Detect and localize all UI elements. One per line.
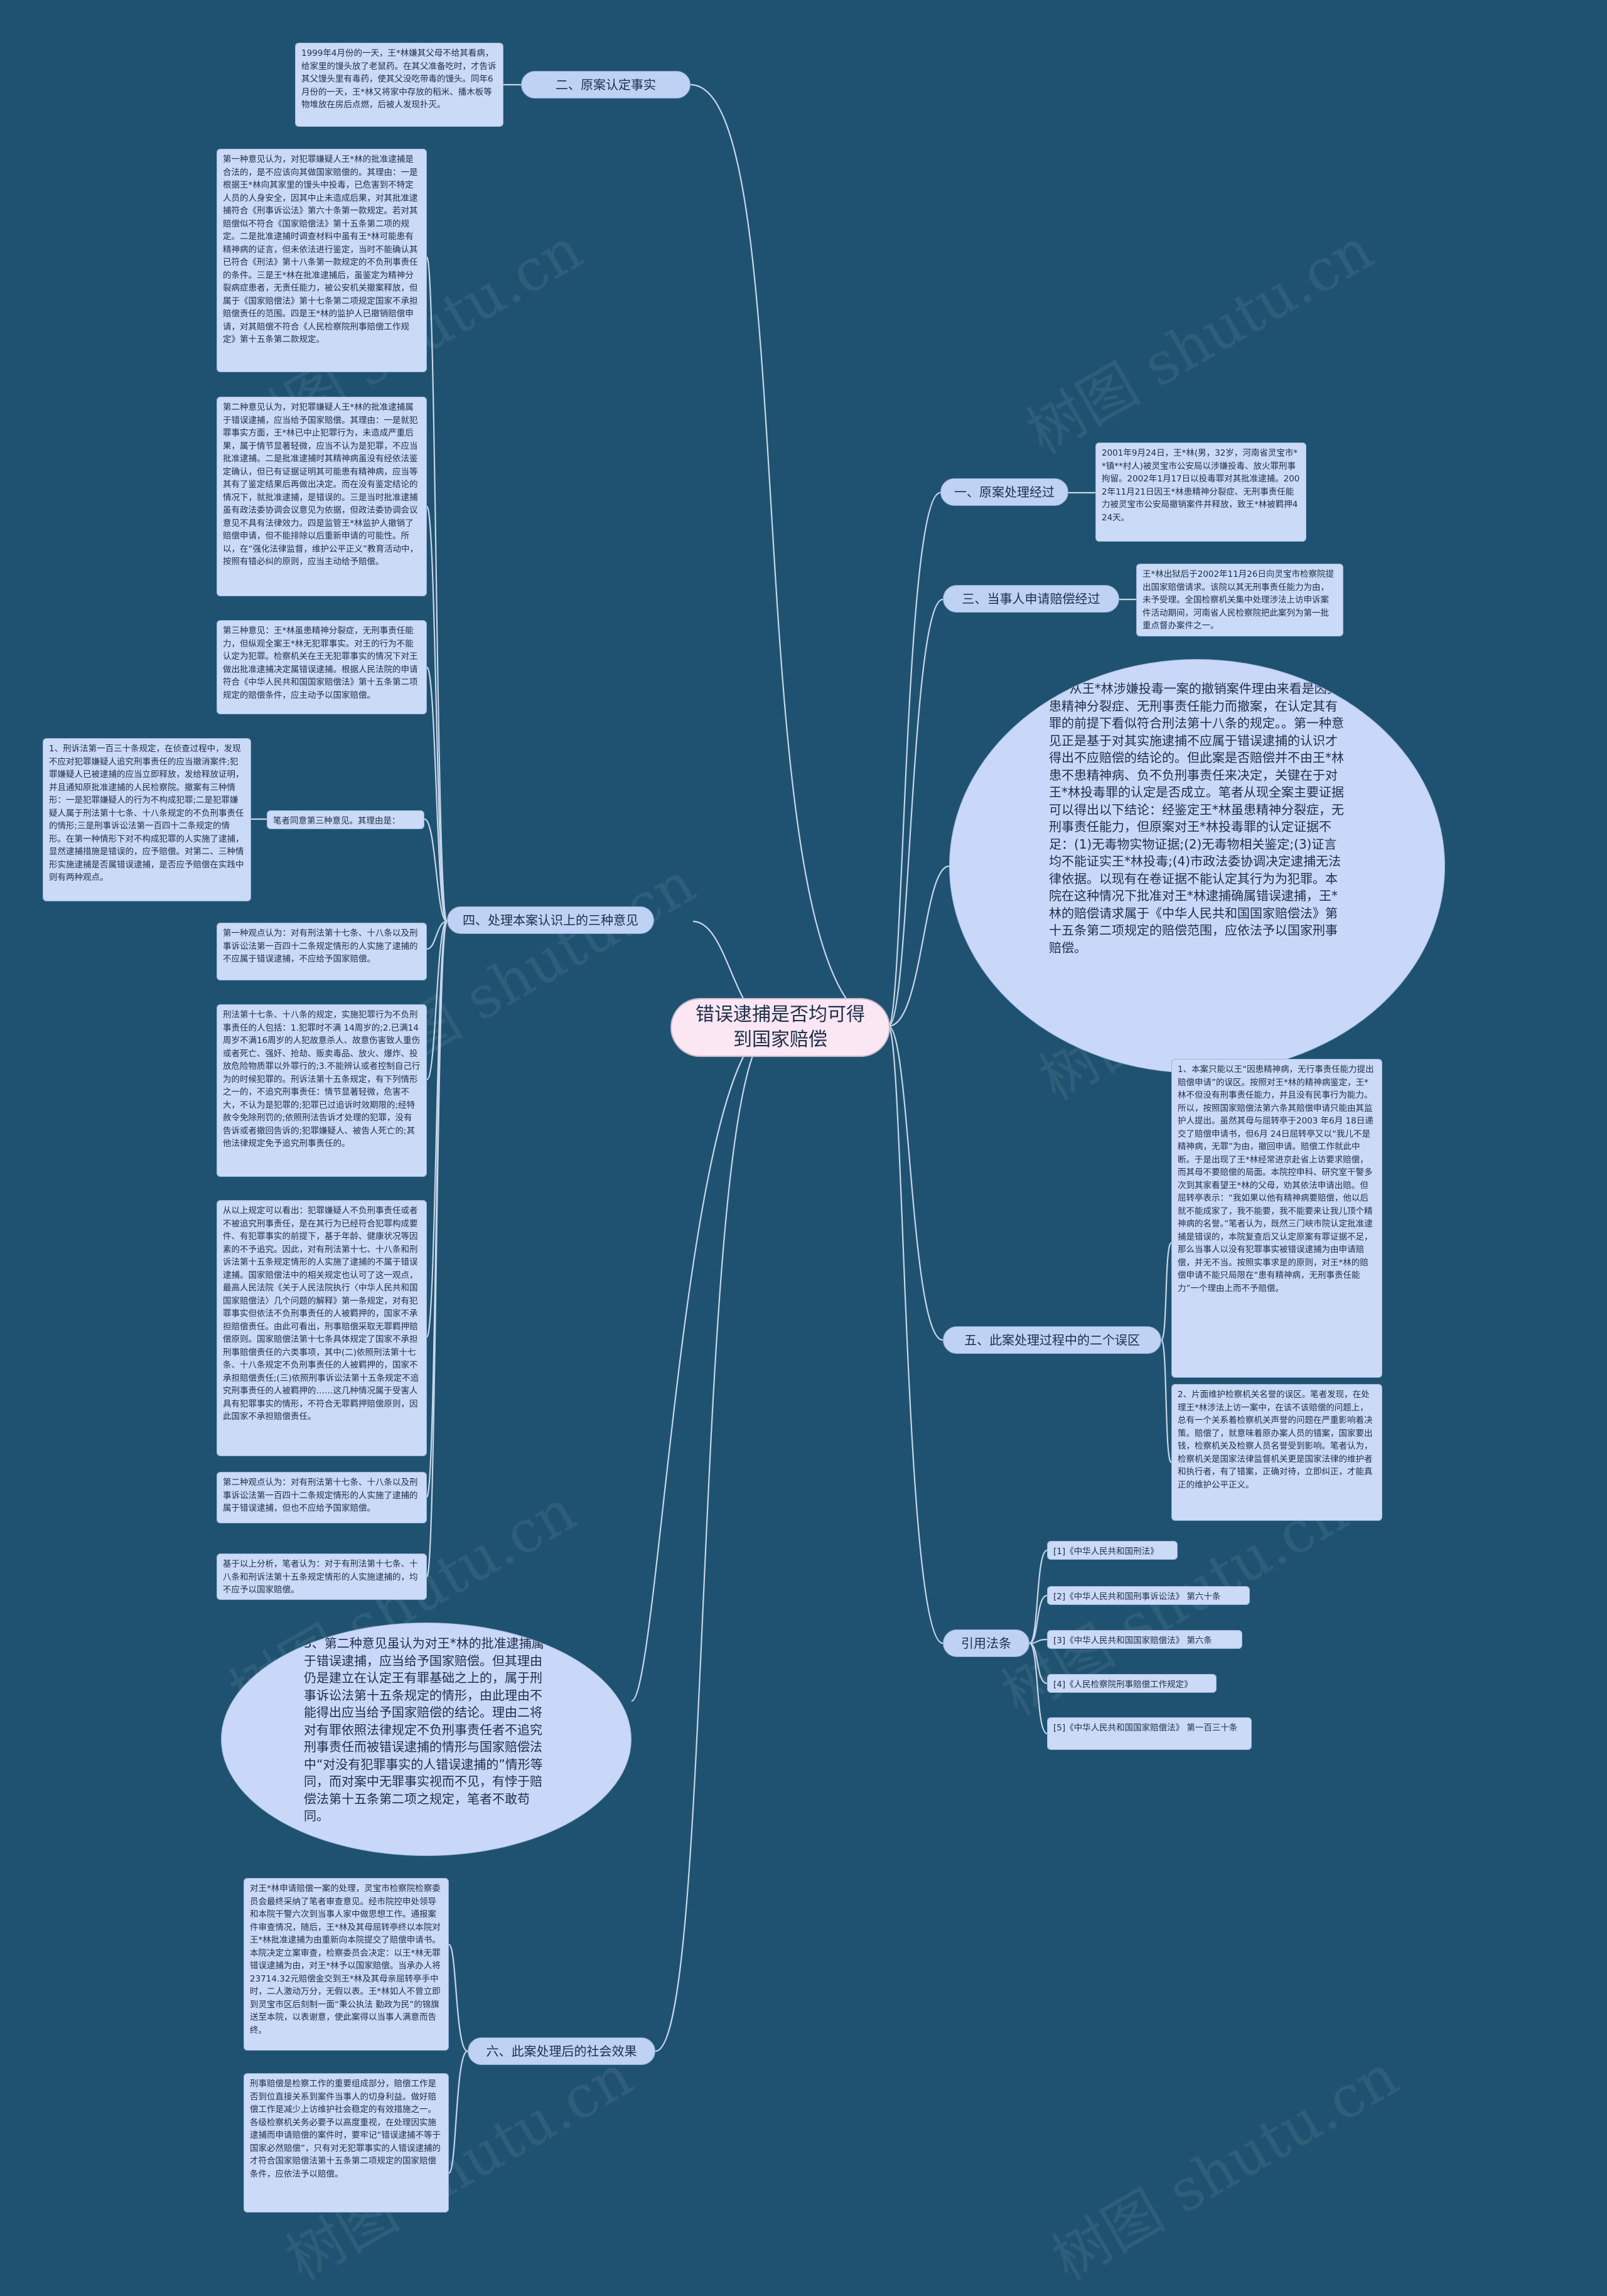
- leaf-opinion-2[interactable]: 第二种意见认为，对犯罪嫌疑人王*林的批准逮捕属于错误逮捕，应当给予国家赔偿。其理…: [217, 397, 427, 596]
- leaf-effect-1[interactable]: 对王*林申请赔偿一案的处理，灵宝市检察院检察委员会最终采纳了笔者审查意见。经市院…: [244, 1878, 449, 2051]
- leaf-summary[interactable]: 基于以上分析，笔者认为：对于有刑法第十七条、十八条和刑诉法第十五条规定情形的人实…: [217, 1553, 427, 1600]
- oval-text: 3、第二种意见虽认为对王*林的批准逮捕属于错误逮捕，应当给予国家赔偿。但其理由仍…: [304, 1636, 544, 1823]
- leaf-opinion-3[interactable]: 第三种意见：王*林虽患精神分裂症，无刑事责任能力，但纵观全案王*林无犯罪事实。对…: [217, 620, 427, 714]
- link-process: [887, 491, 941, 1027]
- law-item[interactable]: [2]《中华人民共和国刑事诉讼法》 第六十条: [1047, 1586, 1250, 1605]
- leaf-process[interactable]: 2001年9月24日，王*林(男，32岁，河南省灵宝市**镇**村人)被灵宝市公…: [1095, 443, 1306, 542]
- link-problems: [888, 1025, 943, 1341]
- central-topic-label: 错误逮捕是否均可得到国家赔偿: [696, 1004, 865, 1051]
- leaf-text: 刑法第十七条、十八条的规定，实施犯罪行为不负刑事责任的人包括：1.犯罪时不满 1…: [223, 1010, 421, 1149]
- central-topic[interactable]: 错误逮捕是否均可得到国家赔偿: [670, 998, 890, 1057]
- link-oval2: [888, 865, 950, 1027]
- leaf-view-2[interactable]: 第二种观点认为：对有刑法第十七条、十八条以及刑事诉讼法第一百四十二条规定情形的人…: [217, 1472, 427, 1523]
- topic-label: 四、处理本案认识上的三种意见: [463, 913, 638, 928]
- leaf-text: 2、片面维护检察机关名誉的误区。笔者发现，在处理王*林涉法上访一案中，在该不该赔…: [1178, 1390, 1373, 1490]
- law-item[interactable]: [3]《中华人民共和国国家赔偿法》 第六条: [1047, 1630, 1242, 1649]
- topic-application[interactable]: 三、当事人申请赔偿经过: [943, 585, 1119, 613]
- law-item[interactable]: [1]《中华人民共和国刑法》: [1047, 1541, 1178, 1560]
- topic-process[interactable]: 一、原案处理经过: [940, 478, 1068, 506]
- leaf-text: 第一种意见认为，对犯罪嫌疑人王*林的批准逮捕是合法的，是不应该向其做国家赔偿的。…: [223, 154, 418, 345]
- topic-opinions[interactable]: 四、处理本案认识上的三种意见: [447, 906, 654, 934]
- topic-label: 二、原案认定事实: [556, 77, 656, 92]
- leaf-view-1[interactable]: 第一种观点认为：对有刑法第十七条、十八条以及刑事诉讼法第一百四十二条规定情形的人…: [217, 923, 427, 980]
- oval-note-3[interactable]: 3、第二种意见虽认为对王*林的批准逮捕属于错误逮捕，应当给予国家赔偿。但其理由仍…: [221, 1623, 632, 1856]
- topic-problems[interactable]: 五、此案处理过程中的二个误区: [943, 1326, 1161, 1354]
- leaf-text: 从以上规定可以看出：犯罪嫌疑人不负刑事责任或者不被追究刑事责任，是在其行为已经符…: [223, 1206, 419, 1422]
- oval-note-2[interactable]: 2、从王*林涉嫌投毒一案的撤销案件理由来看是因其患精神分裂症、无刑事责任能力而撤…: [949, 659, 1445, 1073]
- leaf-text: [1]《中华人民共和国刑法》: [1053, 1547, 1159, 1557]
- leaf-text: 第二种观点认为：对有刑法第十七条、十八条以及刑事诉讼法第一百四十二条规定情形的人…: [223, 1478, 418, 1513]
- leaf-problem-1[interactable]: 1、本案只能以王“因患精神病，无行事责任能力提出赔偿申请”的误区。按照对王*林的…: [1171, 1059, 1382, 1378]
- leaf-text: 王*林出狱后于2002年11月26日向灵宝市检察院提出国家赔偿请求。该院以其无刑…: [1142, 569, 1334, 631]
- leaf-text: 对王*林申请赔偿一案的处理，灵宝市检察院检察委员会最终采纳了笔者审查意见。经市院…: [250, 1884, 441, 2036]
- link-application: [888, 598, 943, 1027]
- leaf-text: [3]《中华人民共和国国家赔偿法》 第六条: [1053, 1636, 1212, 1646]
- link-facts: [690, 83, 889, 1027]
- leaf-text: 第一种观点认为：对有刑法第十七条、十八条以及刑事诉讼法第一百四十二条规定情形的人…: [223, 928, 418, 964]
- leaf-effect-2[interactable]: 刑事赔偿是检察工作的重要组成部分，赔偿工作是否到位直接关系到案件当事人的切身利益…: [244, 2073, 449, 2213]
- leaf-original-facts[interactable]: 1999年4月份的一天，王*林嫌其父母不给其看病，给家里的馒头放了老鼠药。在其父…: [295, 43, 503, 127]
- leaf-text: 第二种意见认为，对犯罪嫌疑人王*林的批准逮捕属于错误逮捕，应当给予国家赔偿。其理…: [223, 402, 418, 567]
- law-item[interactable]: [5]《中华人民共和国国家赔偿法》 第一百三十条: [1047, 1717, 1252, 1750]
- topic-label: 六、此案处理后的社会效果: [486, 2044, 637, 2059]
- leaf-text: 基于以上分析，笔者认为：对于有刑法第十七条、十八条和刑诉法第十五条规定情形的人实…: [223, 1559, 418, 1595]
- topic-effect[interactable]: 六、此案处理后的社会效果: [468, 2037, 655, 2065]
- leaf-text: 1、刑诉法第一百三十条规定，在侦查过程中，发现不应对犯罪嫌疑人追究刑事责任的应当…: [49, 744, 244, 882]
- leaf-analysis-1[interactable]: 刑法第十七条、十八条的规定，实施犯罪行为不负刑事责任的人包括：1.犯罪时不满 1…: [217, 1004, 427, 1177]
- topic-label: 三、当事人申请赔偿经过: [962, 591, 1100, 606]
- leaf-text: [2]《中华人民共和国刑事诉讼法》 第六十条: [1053, 1592, 1221, 1602]
- leaf-text: [5]《中华人民共和国国家赔偿法》 第一百三十条: [1053, 1723, 1238, 1733]
- topic-label: 引用法条: [961, 1636, 1011, 1651]
- leaf-text: 1、本案只能以王“因患精神病，无行事责任能力提出赔偿申请”的误区。按照对王*林的…: [1178, 1065, 1374, 1294]
- leaf-text: 1999年4月份的一天，王*林嫌其父母不给其看病，给家里的馒头放了老鼠药。在其父…: [301, 48, 497, 110]
- topic-original-facts[interactable]: 二、原案认定事实: [521, 71, 691, 99]
- connector-lines: [251, 83, 1173, 2174]
- leaf-text: 笔者同意第三种意见。其理由是：: [273, 816, 400, 826]
- topic-label: 五、此案处理过程中的二个误区: [964, 1333, 1140, 1348]
- leaf-analysis-2[interactable]: 从以上规定可以看出：犯罪嫌疑人不负刑事责任或者不被追究刑事责任，是在其行为已经符…: [217, 1200, 427, 1456]
- link-effect: [655, 1025, 776, 2052]
- leaf-text: [4]《人民检察院刑事赔偿工作规定》: [1053, 1680, 1193, 1690]
- leaf-basis[interactable]: 1、刑诉法第一百三十条规定，在侦查过程中，发现不应对犯罪嫌疑人追究刑事责任的应当…: [43, 738, 251, 901]
- leaf-text: 第三种意见：王*林虽患精神分裂症，无刑事责任能力，但纵观全案王*林无犯罪事实。对…: [223, 626, 418, 700]
- leaf-text: 2001年9月24日，王*林(男，32岁，河南省灵宝市**镇**村人)被灵宝市公…: [1102, 448, 1300, 523]
- topic-laws[interactable]: 引用法条: [943, 1629, 1029, 1657]
- leaf-opinion-1[interactable]: 第一种意见认为，对犯罪嫌疑人王*林的批准逮捕是合法的，是不应该向其做国家赔偿的。…: [217, 149, 427, 372]
- link-laws: [887, 1025, 943, 1644]
- law-item[interactable]: [4]《人民检察院刑事赔偿工作规定》: [1047, 1674, 1217, 1693]
- leaf-application[interactable]: 王*林出狱后于2002年11月26日向灵宝市检察院提出国家赔偿请求。该院以其无刑…: [1136, 564, 1343, 636]
- leaf-agree[interactable]: 笔者同意第三种意见。其理由是：: [267, 810, 424, 829]
- oval-text: 2、从王*林涉嫌投毒一案的撤销案件理由来看是因其患精神分裂症、无刑事责任能力而撤…: [1049, 681, 1344, 955]
- link-oval3: [631, 1025, 776, 1702]
- leaf-text: 刑事赔偿是检察工作的重要组成部分，赔偿工作是否到位直接关系到案件当事人的切身利益…: [250, 2079, 441, 2179]
- leaf-problem-2[interactable]: 2、片面维护检察机关名誉的误区。笔者发现，在处理王*林涉法上访一案中，在该不该赔…: [1171, 1384, 1382, 1521]
- topic-label: 一、原案处理经过: [954, 485, 1055, 500]
